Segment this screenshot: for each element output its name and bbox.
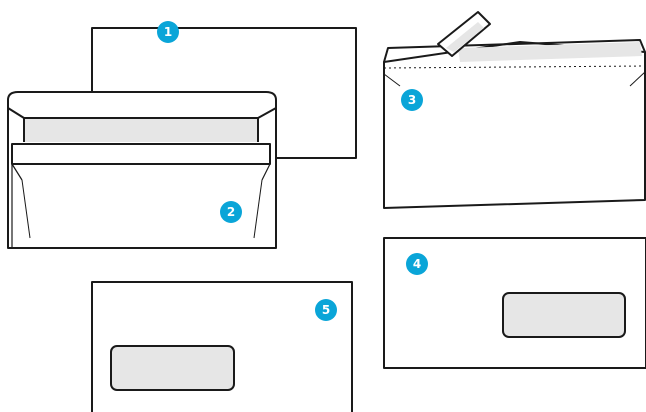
- envelope-open-flap: [7, 91, 277, 249]
- sheet-outline: [91, 27, 357, 159]
- badge-2: 2: [220, 201, 242, 223]
- envelope-peel-seal: [383, 11, 646, 209]
- address-window: [502, 292, 626, 338]
- address-window: [110, 345, 235, 391]
- envelope-window-left: [91, 281, 353, 412]
- badge-4: 4: [406, 253, 428, 275]
- badge-5: 5: [315, 299, 337, 321]
- badge-1: 1: [157, 21, 179, 43]
- envelope-window-right: [383, 237, 646, 369]
- badge-3: 3: [401, 89, 423, 111]
